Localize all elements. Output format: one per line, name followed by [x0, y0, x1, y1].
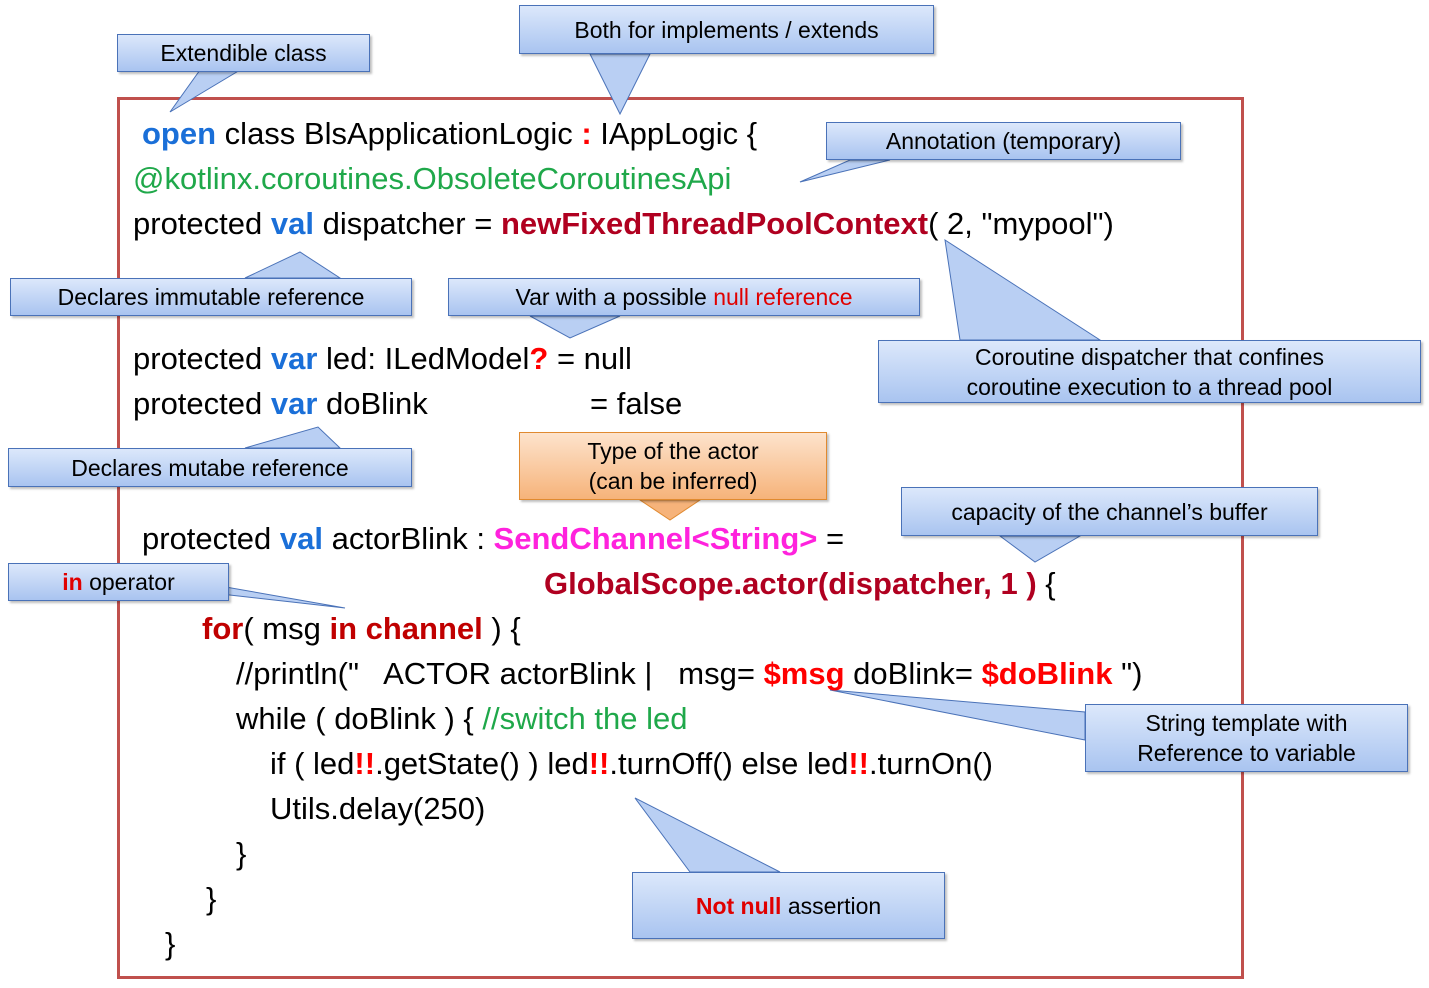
callout-in-operator: in operator — [8, 563, 229, 601]
callout-var-null: Var with a possible null reference — [448, 278, 920, 316]
callout-not-null-assertion: Not null assertion — [632, 872, 945, 939]
code-line-dispatcher: protected val dispatcher = newFixedThrea… — [133, 206, 1114, 241]
callout-actor-type: Type of the actor(can be inferred) — [519, 432, 827, 500]
code-line-actor-call: GlobalScope.actor(dispatcher, 1 ) { — [544, 566, 1056, 601]
code-line-println: //println(" ACTOR actorBlink | msg= $msg… — [236, 656, 1143, 691]
callout-extendible-class: Extendible class — [117, 34, 370, 72]
code-line-annotation: @kotlinx.coroutines.ObsoleteCoroutinesAp… — [133, 161, 732, 196]
pointer-notnull — [634, 797, 781, 873]
code-line-close-for: } — [206, 881, 217, 916]
code-line-delay: Utils.delay(250) — [270, 791, 486, 826]
callout-mutable-reference: Declares mutabe reference — [8, 448, 412, 487]
pointer-mutable — [244, 426, 342, 449]
code-line-class-decl: open class BlsApplicationLogic : IAppLog… — [142, 116, 758, 151]
pointer-actor-type — [638, 499, 702, 521]
pointer-var-null — [529, 315, 621, 339]
code-line-doblink-value: = false — [590, 386, 683, 421]
pointer-extendible — [169, 69, 242, 113]
code-line-while: while ( doBlink ) { //switch the led — [236, 701, 688, 736]
callout-annotation: Annotation (temporary) — [826, 122, 1181, 160]
pointer-capacity — [998, 535, 1082, 563]
pointer-immutable — [244, 251, 342, 279]
code-line-close-class: } — [165, 926, 176, 961]
pointer-template — [829, 689, 1086, 741]
pointer-both-impl — [589, 53, 651, 116]
code-line-if: if ( led!!.getState() ) led!!.turnOff() … — [270, 746, 993, 781]
callout-immutable-reference: Declares immutable reference — [10, 278, 412, 316]
code-line-doblink: protected var doBlink — [133, 386, 428, 421]
code-frame — [117, 97, 1244, 979]
code-line-for: for( msg in channel ) { — [202, 611, 521, 646]
code-line-actorblink: protected val actorBlink : SendChannel<S… — [142, 521, 845, 556]
code-line-led: protected var led: ILedModel? = null — [133, 341, 632, 376]
pointer-annotation — [799, 159, 891, 183]
pointer-dispatcher — [944, 238, 1102, 341]
code-line-close-while: } — [236, 836, 247, 871]
callout-both-implements-extends: Both for implements / extends — [519, 5, 934, 54]
callout-channel-capacity: capacity of the channel’s buffer — [901, 487, 1318, 536]
